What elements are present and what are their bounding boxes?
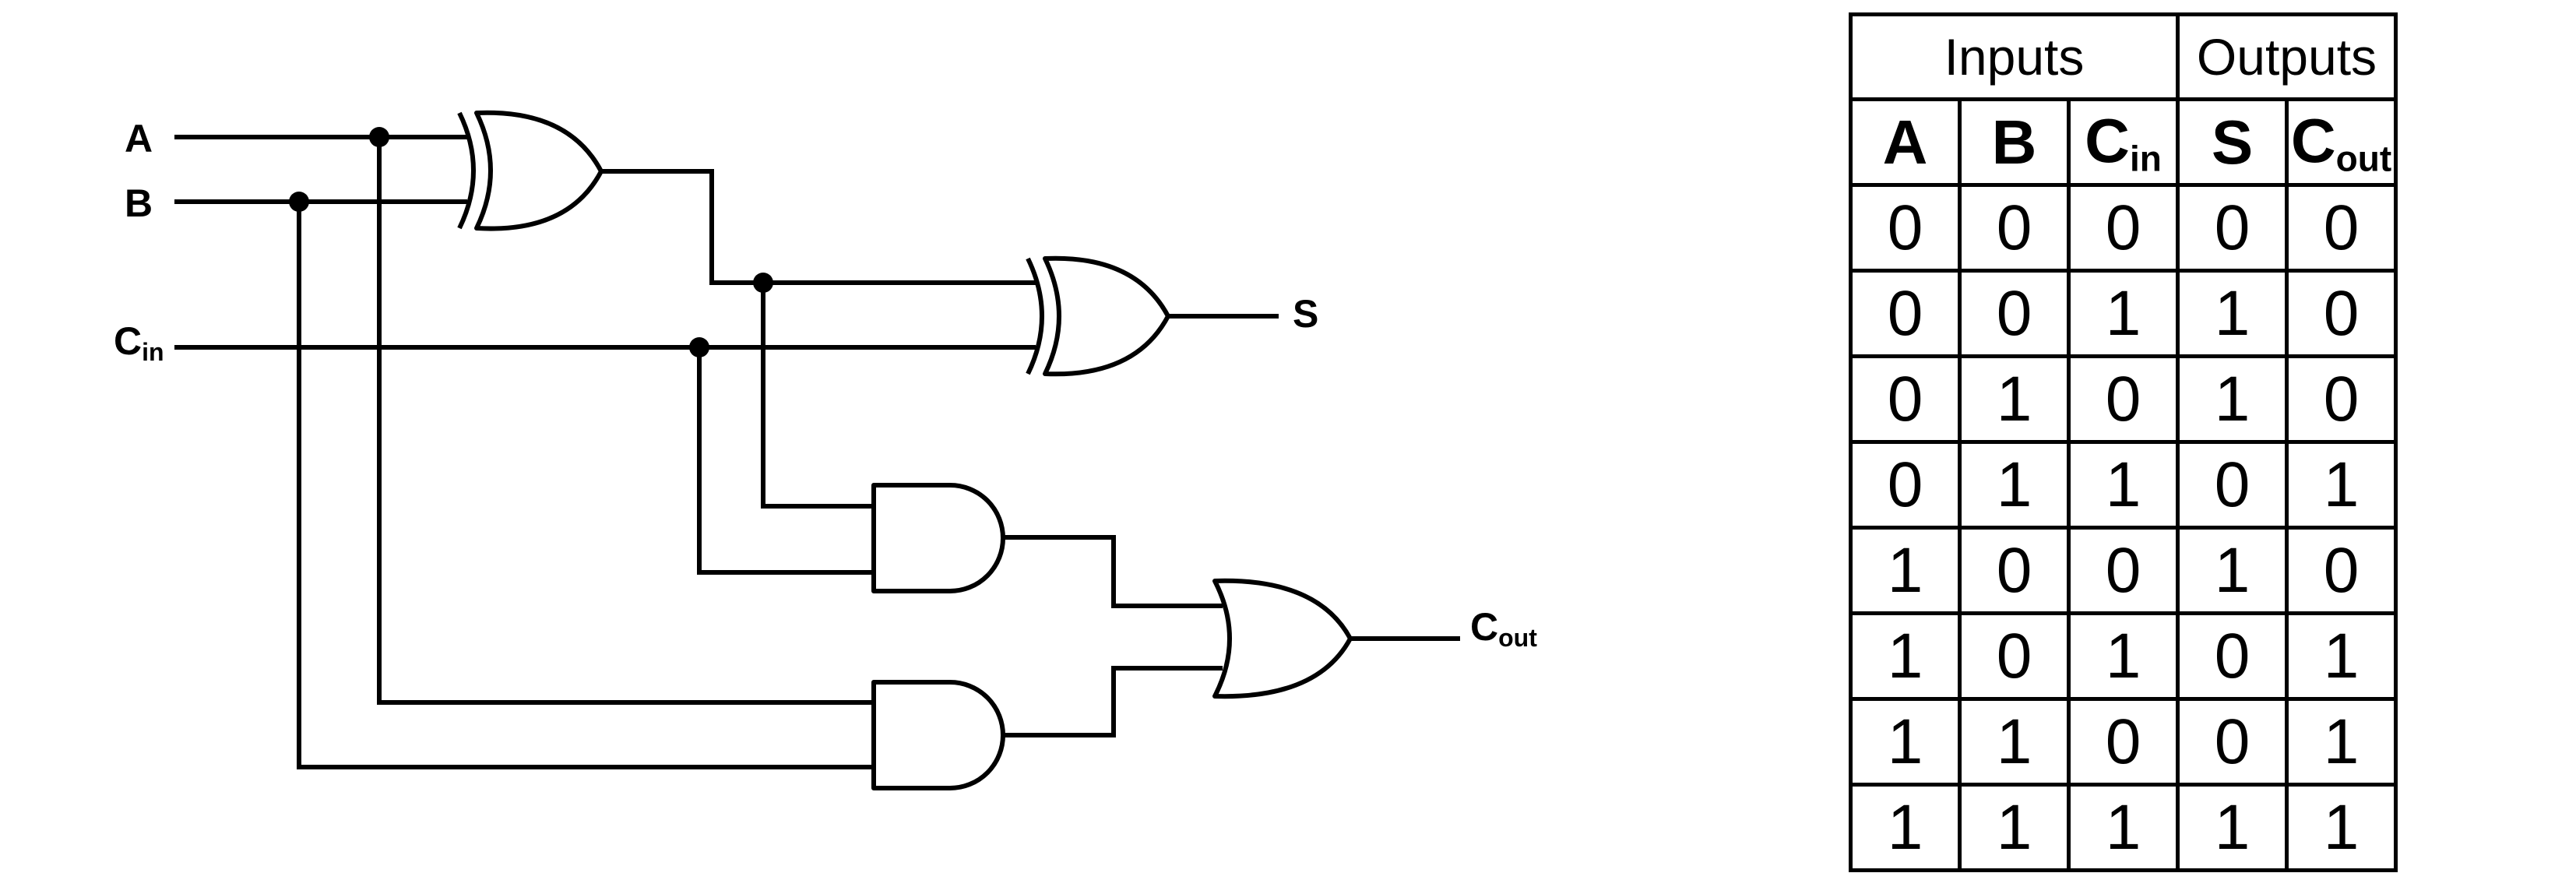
table-cell: 1 xyxy=(1958,697,2071,787)
wire-a-to-and2 xyxy=(377,137,874,705)
full-adder-circuit: A B Cin S Cout xyxy=(114,110,1537,790)
group-header-row: Inputs Outputs xyxy=(1849,12,2398,101)
table-cell: 0 xyxy=(2067,354,2180,444)
table-cell: 1 xyxy=(1849,697,1962,787)
wire-b-to-and2 xyxy=(297,202,874,769)
and-gate-2 xyxy=(871,680,1005,790)
wire-cin-to-and1 xyxy=(697,347,874,575)
output-s-label: S xyxy=(1293,292,1318,336)
xor-gate-2 xyxy=(1026,255,1170,377)
table-cell: 0 xyxy=(2285,354,2398,444)
inputs-group-header: Inputs xyxy=(1849,12,2180,101)
column-header-cin: Cin xyxy=(2067,97,2180,187)
table-cell: 0 xyxy=(2285,269,2398,358)
output-cout-label: Cout xyxy=(1470,605,1537,652)
table-cell: 1 xyxy=(2067,783,2180,872)
column-header-b: B xyxy=(1958,97,2071,187)
wire-xor1-to-and1 xyxy=(761,283,874,509)
column-header-s: S xyxy=(2176,97,2289,187)
or-gate xyxy=(1212,578,1353,699)
table-cell: 0 xyxy=(1849,440,1962,530)
table-cell: 0 xyxy=(2067,697,2180,787)
table-cell: 1 xyxy=(2067,611,2180,701)
table-cell: 1 xyxy=(1849,783,1962,872)
input-cin-label: Cin xyxy=(114,319,164,366)
table-cell: 0 xyxy=(1849,354,1962,444)
table-cell: 1 xyxy=(1849,611,1962,701)
table-cell: 1 xyxy=(2285,783,2398,872)
wires xyxy=(174,135,1460,769)
table-cell: 0 xyxy=(2067,183,2180,273)
table-cell: 1 xyxy=(2285,440,2398,530)
table-cell: 0 xyxy=(2285,183,2398,273)
table-cell: 0 xyxy=(2176,440,2289,530)
table-cell: 0 xyxy=(1958,611,2071,701)
table-cell: 0 xyxy=(2176,697,2289,787)
xor-gate-1 xyxy=(457,110,604,231)
table-cell: 1 xyxy=(2285,697,2398,787)
table-cell: 1 xyxy=(1958,354,2071,444)
table-cell: 1 xyxy=(1849,526,1962,615)
table-cell: 1 xyxy=(2176,526,2289,615)
junction-dot xyxy=(753,273,773,293)
table-cell: 0 xyxy=(2176,183,2289,273)
input-b-label: B xyxy=(125,181,153,225)
table-cell: 1 xyxy=(1958,440,2071,530)
junction-dot xyxy=(689,337,709,357)
input-a-label: A xyxy=(125,117,153,160)
table-cell: 1 xyxy=(2285,611,2398,701)
and-gate-1 xyxy=(871,483,1005,593)
table-cell: 0 xyxy=(1958,183,2071,273)
wire-and1-to-or xyxy=(1003,535,1223,608)
table-cell: 1 xyxy=(2176,783,2289,872)
outputs-group-header: Outputs xyxy=(2176,12,2398,101)
table-cell: 0 xyxy=(1958,269,2071,358)
table-cell: 0 xyxy=(1958,526,2071,615)
table-cell: 0 xyxy=(2067,526,2180,615)
table-cell: 0 xyxy=(2176,611,2289,701)
table-cell: 1 xyxy=(2176,269,2289,358)
table-cell: 1 xyxy=(2067,269,2180,358)
column-header-row: A B Cin S Cout xyxy=(1849,97,2398,187)
table-cell: 1 xyxy=(1958,783,2071,872)
junctions xyxy=(289,127,773,357)
wire-xor1-out xyxy=(601,169,1036,285)
table-cell: 1 xyxy=(2176,354,2289,444)
table-cell: 0 xyxy=(2285,526,2398,615)
junction-dot xyxy=(369,127,389,147)
table-cell: 1 xyxy=(2067,440,2180,530)
wire-and2-to-or xyxy=(1003,666,1223,737)
junction-dot xyxy=(289,192,309,212)
column-header-a: A xyxy=(1849,97,1962,187)
table-cell: 0 xyxy=(1849,183,1962,273)
column-header-cout: Cout xyxy=(2285,97,2398,187)
table-cell: 0 xyxy=(1849,269,1962,358)
